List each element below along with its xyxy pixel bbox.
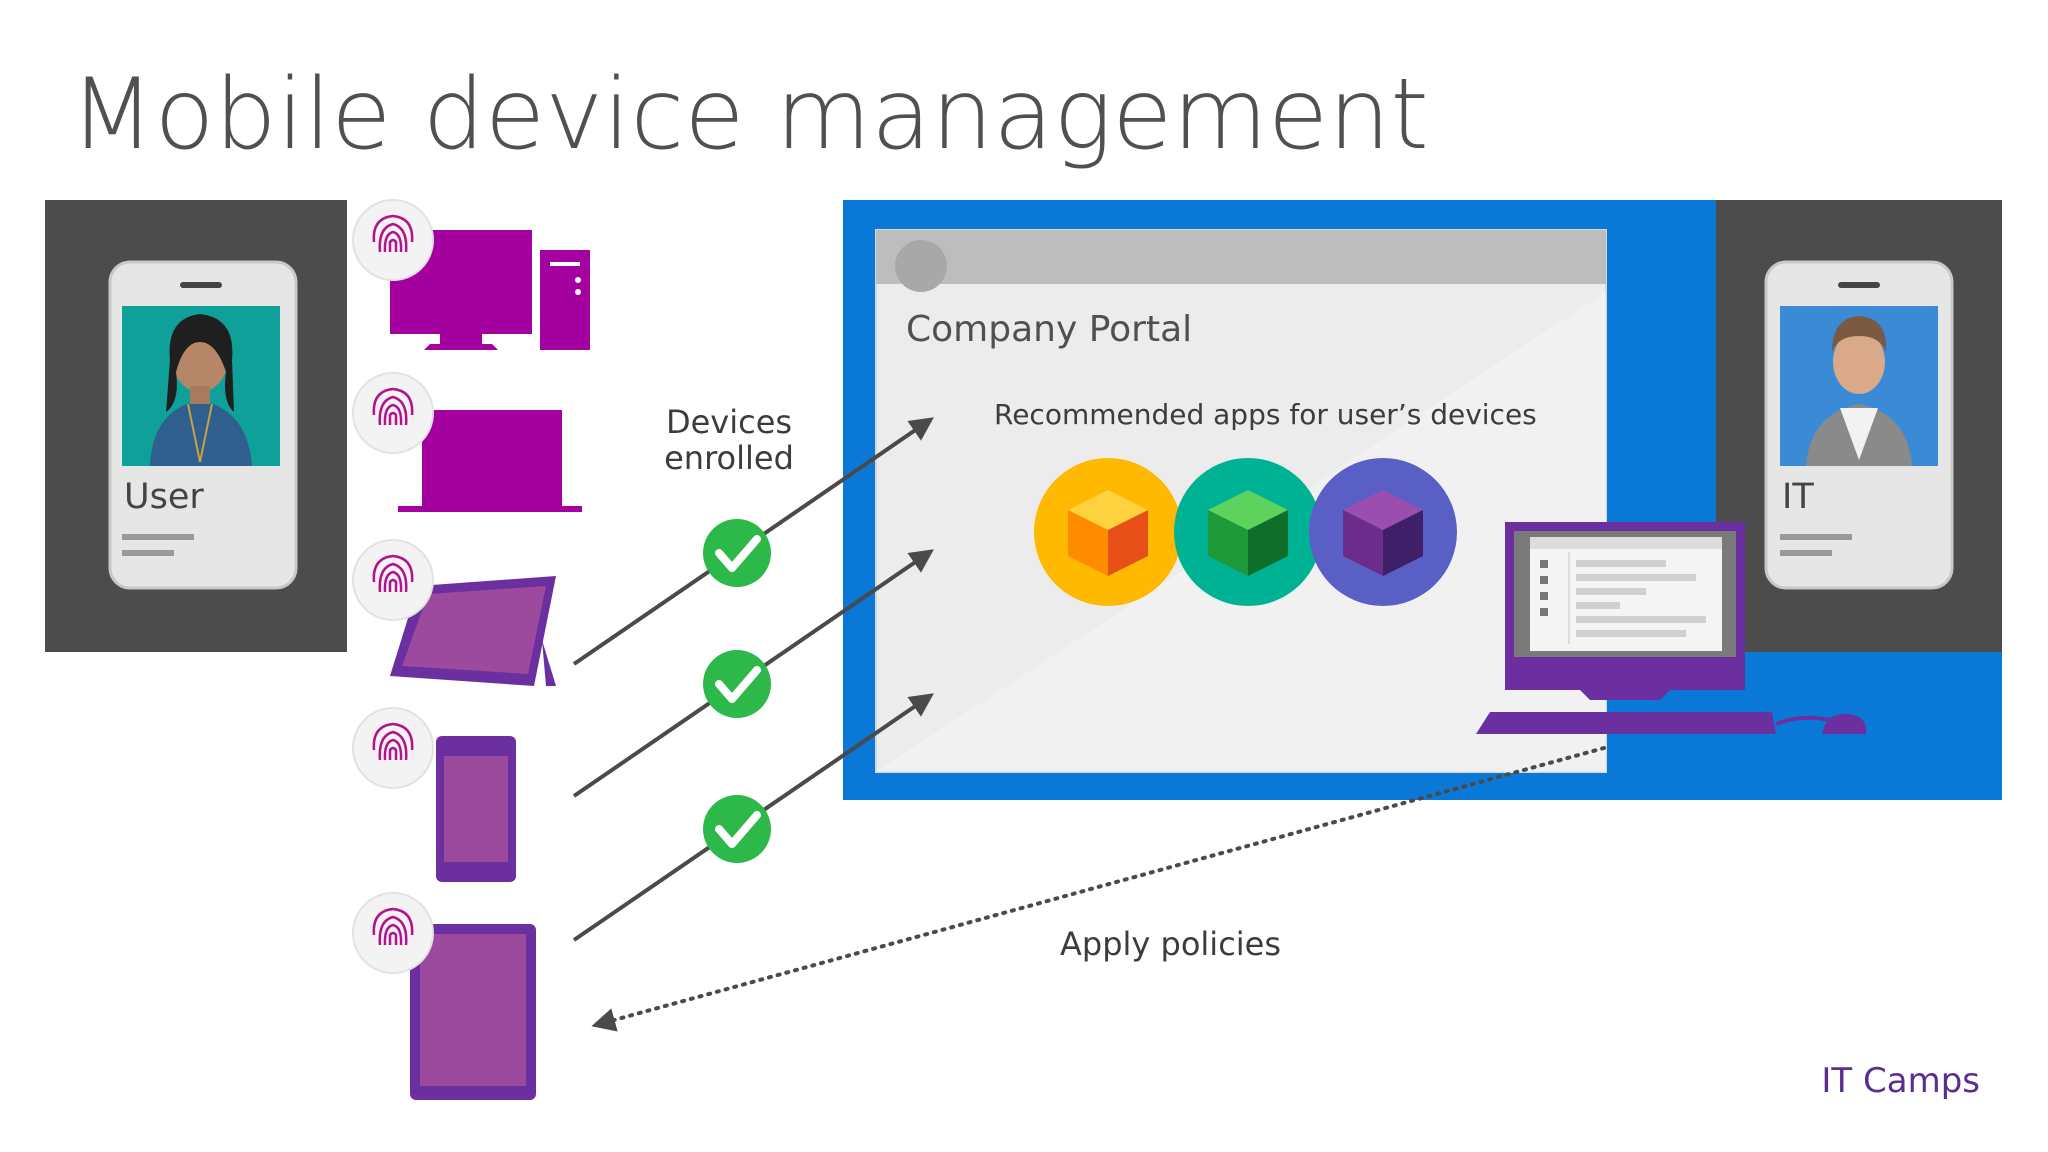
admin-keyboard (1476, 712, 1776, 734)
surface-tablet-icon (390, 576, 556, 686)
admin-mouse (1822, 713, 1867, 734)
fingerprint-icon (372, 907, 414, 946)
admin-workstation-icon (1476, 522, 1867, 734)
devices-enrolled-label-line1: Devices (666, 403, 792, 441)
orange-cube-app-icon[interactable] (1034, 458, 1182, 606)
portal-title: Company Portal (906, 309, 1192, 350)
fingerprint-badge-4 (352, 707, 434, 789)
window-titlebar (876, 230, 1606, 284)
purple-cube-app-icon[interactable] (1309, 458, 1457, 606)
user-label: User (124, 477, 204, 517)
check-icon-3 (703, 795, 771, 863)
fingerprint-badge-2 (352, 372, 434, 454)
user-avatar (122, 306, 280, 466)
user-phone-icon: User (108, 260, 298, 590)
apply-policies-label: Apply policies (1060, 925, 1281, 963)
fingerprint-icon (372, 722, 414, 761)
fingerprint-badge-1 (352, 199, 434, 281)
devices-enrolled-label-line2: enrolled (664, 439, 794, 477)
fingerprint-icon (372, 214, 414, 253)
portal-panel: Company Portal Recommended apps for user… (843, 200, 2002, 800)
window-avatar-icon (895, 240, 947, 292)
fingerprint-badge-5 (352, 892, 434, 974)
fingerprint-badge-3 (352, 539, 434, 621)
it-camps-logo: IT Camps (1821, 1061, 1980, 1101)
it-phone-icon: IT (1764, 260, 1954, 590)
check-icon-1 (703, 519, 771, 587)
fingerprint-icon (372, 387, 414, 426)
it-avatar (1780, 306, 1938, 466)
tablet-icon (410, 924, 536, 1100)
green-cube-app-icon[interactable] (1174, 458, 1322, 606)
fingerprint-icon (372, 554, 414, 593)
it-label: IT (1782, 477, 1814, 517)
slide-title: Mobile device management (70, 58, 1429, 172)
laptop-icon (398, 410, 582, 512)
apply-policies-arrow (591, 746, 1606, 1032)
check-icon-2 (703, 650, 771, 718)
portal-subtitle: Recommended apps for user’s devices (994, 398, 1537, 431)
phone-icon (436, 736, 516, 882)
user-card: User (45, 200, 347, 652)
